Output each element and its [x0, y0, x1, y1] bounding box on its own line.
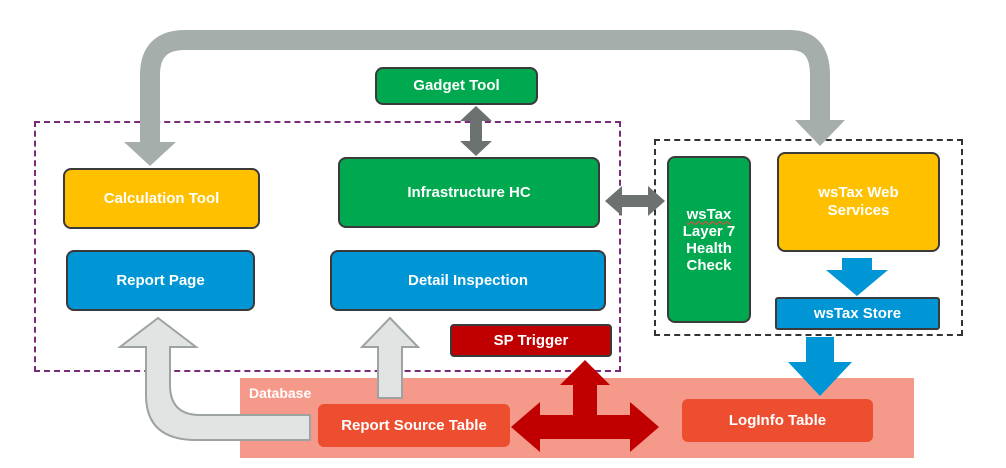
- detail-inspection-node: Detail Inspection: [330, 250, 606, 311]
- loop-arrow-head-left: [124, 142, 176, 166]
- infrastructure-hc-node: Infrastructure HC: [338, 157, 600, 228]
- loginfo-table-node: LogInfo Table: [682, 399, 873, 442]
- store-loginfo-arrow: [788, 337, 852, 396]
- wstax-group: [654, 139, 963, 336]
- loop-arrow-head-right: [795, 120, 845, 146]
- database-label: Database: [249, 385, 312, 401]
- wstax-store-node: wsTax Store: [775, 297, 940, 330]
- loop-arrow-body: [140, 30, 830, 145]
- sp-trigger-node: SP Trigger: [450, 324, 612, 357]
- web-services-line-2: Services: [827, 202, 890, 219]
- gadget-tool-node: Gadget Tool: [375, 67, 538, 105]
- health-check-line-2: Layer 7: [682, 222, 736, 240]
- webservices-store-arrow: [826, 258, 888, 296]
- report-page-node: Report Page: [66, 250, 255, 311]
- red-triple-arrow: [511, 360, 659, 452]
- gadget-infra-double-arrow: [460, 106, 492, 156]
- wstax-web-services-node: wsTax Web Services: [777, 152, 940, 252]
- source-detail-arrow: [359, 316, 421, 399]
- calculation-tool-node: Calculation Tool: [63, 168, 260, 229]
- web-services-line-1: wsTax Web: [818, 184, 899, 201]
- wstax-health-check-node: wsTax Layer 7 Health Check: [667, 156, 751, 323]
- report-source-table-node: Report Source Table: [318, 404, 510, 447]
- health-check-line-4: Check: [686, 256, 732, 274]
- source-reportpage-arrow: [117, 316, 311, 441]
- health-check-line-1: wsTax: [686, 205, 732, 223]
- infra-health-double-arrow: [605, 186, 665, 216]
- application-group: [34, 121, 621, 372]
- health-check-line-3: Health: [686, 239, 732, 257]
